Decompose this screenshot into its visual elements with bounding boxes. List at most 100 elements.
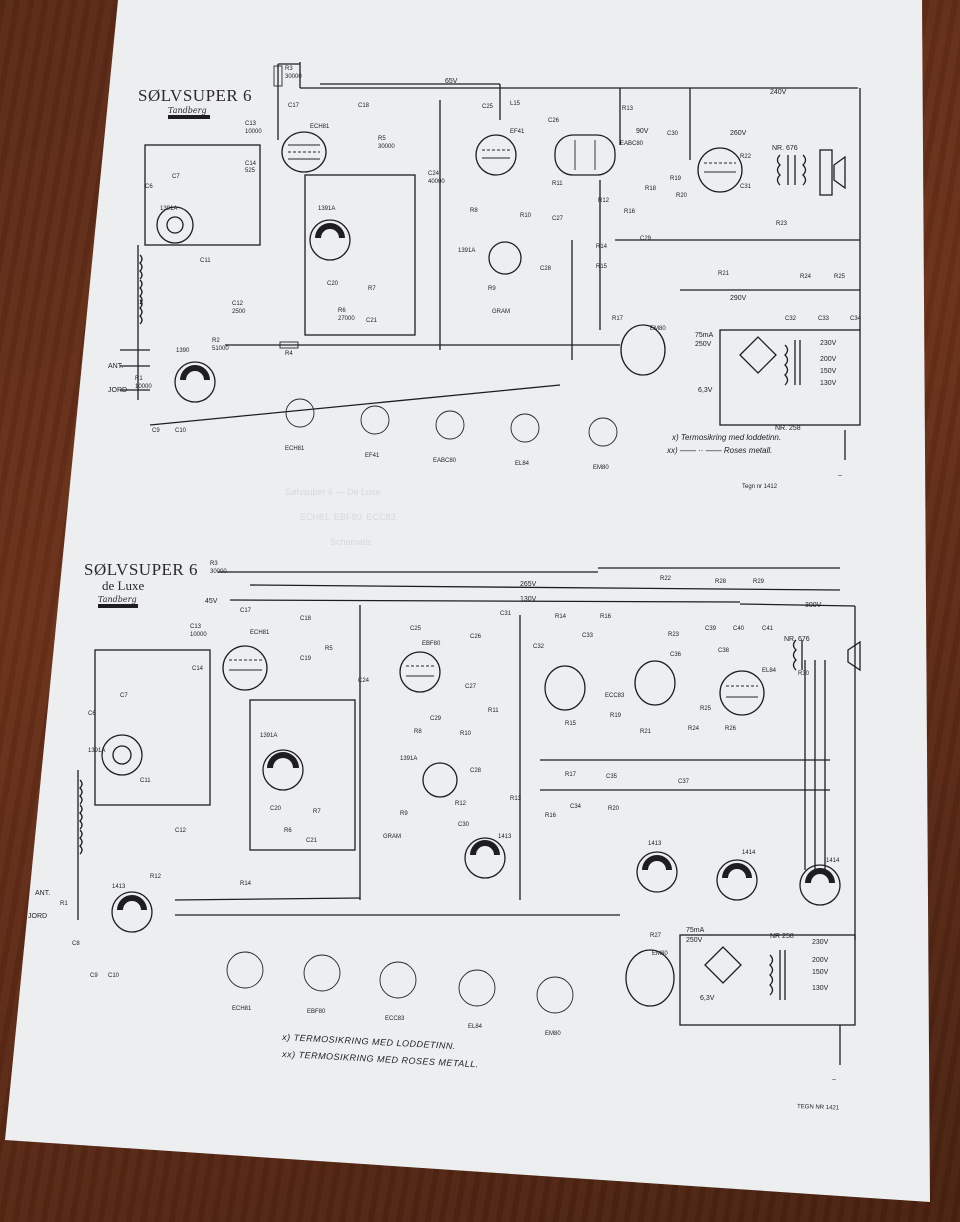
label: EF41 [510, 129, 525, 135]
label: EM80 [593, 465, 609, 471]
top-brand-logo: Tandberg [168, 106, 207, 115]
bottom-em80-tube [625, 949, 675, 1007]
label: R19 [610, 713, 622, 719]
label: R30 [798, 671, 810, 677]
label: 1391A [400, 756, 417, 762]
top-75ma: 75mA [695, 332, 714, 339]
label: R7 [368, 286, 376, 292]
label: R15 [596, 264, 608, 270]
label: R7 [313, 809, 321, 815]
label: R10 [520, 213, 532, 219]
bottom-1413-switch [636, 851, 678, 893]
label: C29 [430, 716, 442, 722]
label: R5 [378, 136, 386, 142]
label: C7 [172, 174, 180, 180]
bottom-230v: 230V [812, 939, 829, 946]
top-eabc80-tube [554, 134, 616, 176]
label: R4 [285, 351, 293, 357]
top-jord-label: JORD [108, 387, 127, 394]
label: C12 [175, 828, 187, 834]
top-el84-tube [697, 147, 743, 193]
top-power-supply-box [719, 329, 861, 426]
label: ECH81 [310, 124, 330, 130]
label: R28 [715, 579, 727, 585]
label: EBF80 [422, 641, 441, 647]
bottom-rectifier-bridge [704, 946, 742, 984]
bottom-1391a-iii-switch [422, 762, 458, 798]
top-em80-base [588, 417, 618, 447]
label: C6 [145, 184, 153, 190]
label: C28 [540, 266, 552, 272]
top-l1-coil [139, 254, 143, 280]
bottom-ecc83-tube-b [634, 660, 676, 706]
bottom-drawing-number: TEGN NR 1421 [797, 1104, 840, 1111]
top-ant-label: ANT. [108, 363, 123, 370]
bottom-rf-box [94, 649, 211, 806]
label: R29 [753, 579, 765, 585]
label: 1391A [318, 206, 335, 212]
wire [819, 149, 833, 196]
top-eabc80-base [435, 410, 465, 440]
label: C17 [240, 608, 252, 614]
label: R6 [338, 308, 346, 314]
label: R25 [834, 274, 846, 280]
label: C30 [667, 131, 679, 137]
label: R14 [555, 614, 567, 620]
path [802, 154, 807, 186]
label: C18 [300, 616, 312, 622]
bottom-ecc83-base [379, 961, 417, 999]
wire [739, 603, 856, 607]
label: 1414 [742, 850, 756, 856]
label: 30000 [285, 74, 302, 80]
label: C13 [190, 624, 202, 630]
bottom-ech81-tube [222, 645, 268, 691]
label: R11 [488, 708, 499, 714]
label: C11 [200, 258, 211, 264]
bottom-l1-coil [79, 779, 83, 805]
bottom-output-transformer [792, 639, 797, 671]
bottom-el84-tube [719, 670, 765, 716]
top-rail-260v-label: 260V [730, 130, 747, 137]
label: R11 [552, 181, 563, 187]
label: C28 [470, 768, 482, 774]
label: R20 [676, 193, 688, 199]
label: 1390 [176, 348, 190, 354]
label: C8 [72, 941, 80, 947]
top-output-transformer [776, 154, 781, 186]
label: C34 [850, 316, 862, 322]
label: R15 [565, 721, 577, 727]
label: C27 [465, 684, 477, 690]
label: C41 [762, 626, 774, 632]
top-ech81-tube [281, 131, 327, 173]
label: R3 [285, 66, 293, 72]
top-title: SØLVSUPER 6 [138, 86, 252, 105]
top-200v: 200V [820, 356, 837, 363]
label: R21 [718, 271, 730, 277]
bottom-1414-switch-a [716, 859, 758, 901]
bottom-1413-i-switch [464, 837, 506, 879]
top-speaker-icon [833, 155, 846, 190]
label: R9 [488, 286, 496, 292]
label: C34 [570, 804, 582, 810]
bottom-250v: 250V [686, 937, 703, 944]
top-schematic: SØLVSUPER 6 Tandberg 240V 65V [108, 62, 862, 490]
label: C26 [470, 634, 482, 640]
faded-text-1: Sølvsuper 6 — De Luxe [285, 487, 381, 497]
faded-text-3: Schematic [330, 537, 373, 547]
label: 30000 [210, 569, 227, 575]
bottom-l3-coil [79, 829, 83, 855]
top-l2-coil [139, 279, 143, 305]
wire [149, 384, 561, 426]
label: C33 [582, 633, 594, 639]
bottom-rail-265v: 265V [520, 581, 537, 588]
bottom-ebf80-tube [399, 651, 441, 693]
top-if-box [304, 174, 416, 336]
label: C29 [640, 236, 652, 242]
label: R17 [612, 316, 624, 322]
label: EM80 [652, 951, 668, 957]
label: C18 [358, 103, 370, 109]
label: C35 [606, 774, 618, 780]
bottom-130v: 130V [812, 985, 829, 992]
label: ECH81 [285, 446, 305, 452]
wire [229, 599, 741, 603]
